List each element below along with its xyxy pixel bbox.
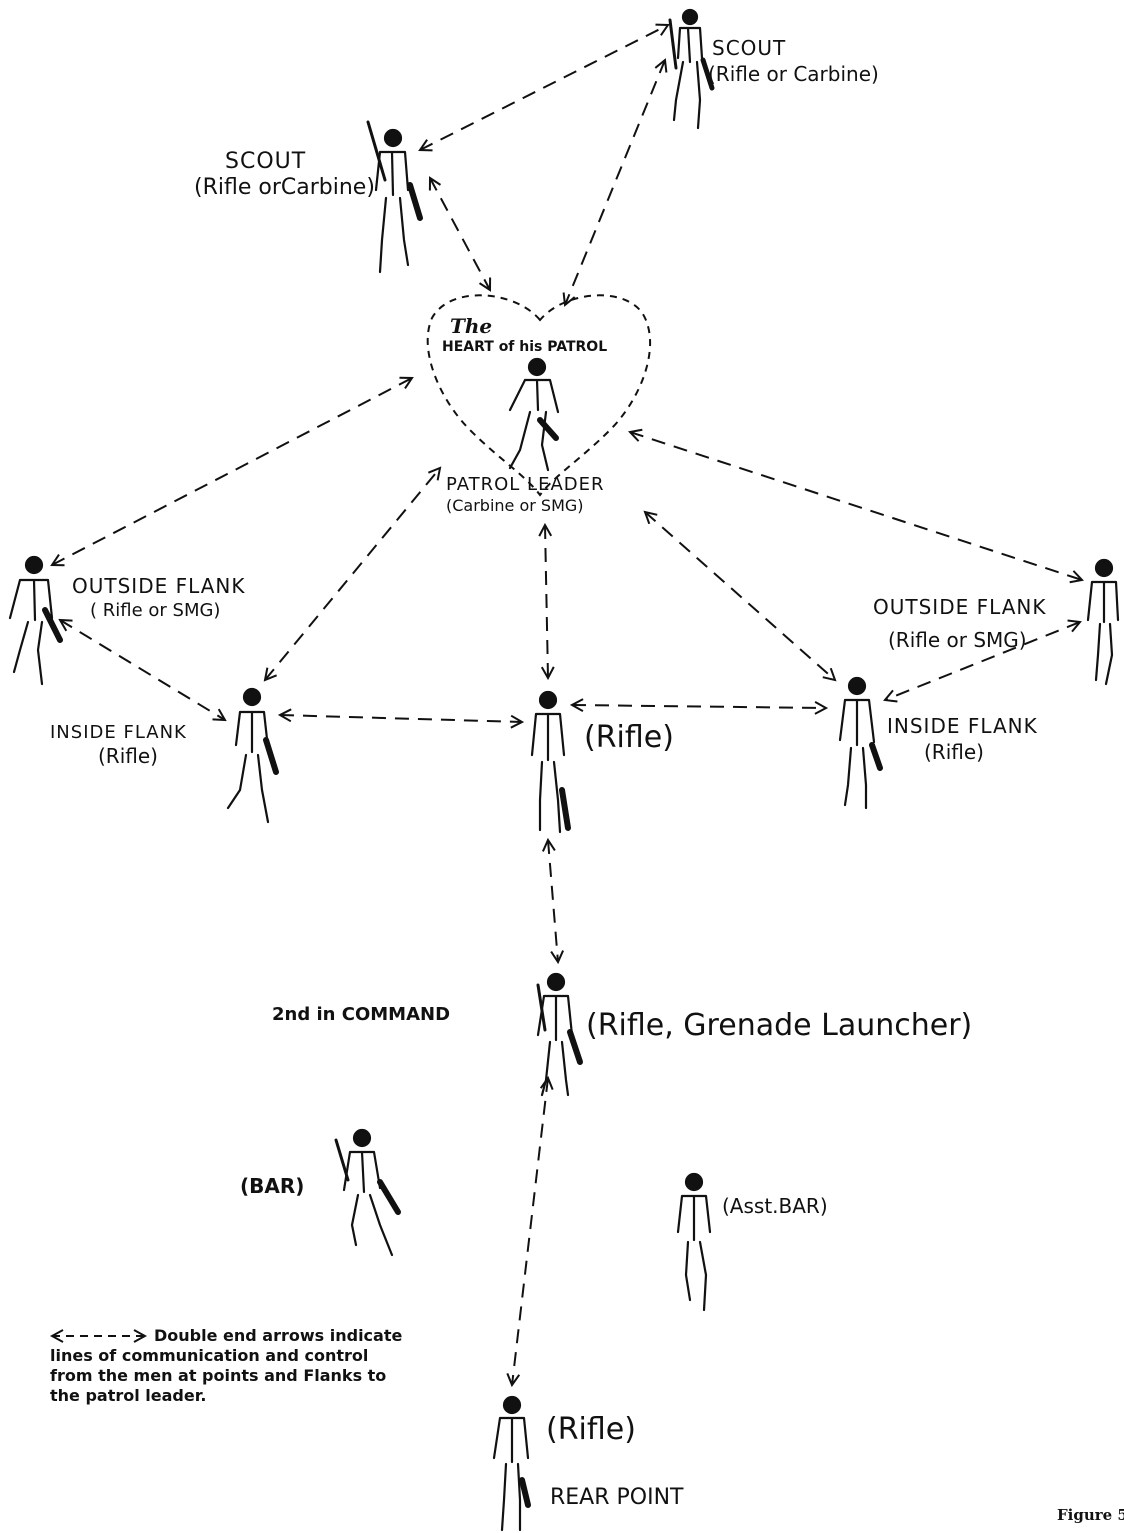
heart-title-the: The (450, 314, 493, 338)
legend-line-3: from the men at points and Flanks to (50, 1366, 387, 1385)
figure-scout-left (366, 120, 423, 274)
inside-flank-right-title: INSIDE FLANK (887, 714, 1038, 738)
rear-point-title: REAR POINT (550, 1485, 684, 1510)
patrol-leader-title: PATROL LEADER (446, 474, 605, 495)
figure-patrol-leader (508, 357, 560, 472)
arrow-left-outside-flank-to-leader (52, 378, 412, 565)
outside-flank-right-weapon: (Rifle or SMG) (888, 628, 1027, 652)
figure-scout-right (668, 8, 715, 130)
arrow-center-to-inside-right (572, 705, 826, 708)
figure-bar (334, 1128, 401, 1257)
inside-flank-right-weapon: (Rifle) (924, 740, 984, 764)
asst-bar-weapon: (Asst.BAR) (722, 1194, 828, 1218)
arrow-left-inside-flank-to-leader (265, 468, 440, 680)
heart-title: HEART of his PATROL (442, 339, 608, 355)
inside-flank-left-title: INSIDE FLANK (50, 722, 187, 743)
outside-flank-right-title: OUTSIDE FLANK (873, 595, 1047, 619)
figure-outside-flank-right (1086, 558, 1120, 686)
arrow-center-to-second (548, 840, 558, 962)
arrow-outside-inside-right (885, 622, 1080, 700)
arrow-outside-inside-left (60, 620, 225, 720)
arrow-right-scout-to-leader (565, 60, 665, 305)
arrow-right-outside-flank-to-leader (630, 432, 1082, 580)
heart-outline (426, 294, 652, 497)
second-in-command-weapon: (Rifle, Grenade Launcher) (586, 1008, 973, 1043)
scout-left-title: SCOUT (225, 149, 307, 174)
figure-label: Figure 5 (1057, 1506, 1124, 1524)
figure-outside-flank-left (8, 555, 63, 686)
scout-right-title: SCOUT (712, 36, 787, 60)
figure-center-rifleman (530, 690, 571, 834)
center-rifleman-weapon: (Rifle) (584, 720, 674, 755)
legend: Double end arrows indicate lines of comm… (50, 1326, 430, 1406)
arrow-center-rifle-to-leader (545, 525, 548, 678)
second-in-command-title: 2nd in COMMAND (272, 1004, 451, 1025)
arrow-second-to-rear (512, 1078, 548, 1385)
figure-inside-flank-left (226, 687, 279, 824)
legend-line-4: the patrol leader. (50, 1386, 207, 1405)
outside-flank-left-weapon: ( Rifle or SMG) (90, 600, 221, 621)
inside-flank-left-weapon: (Rifle) (98, 744, 158, 768)
arrow-left-scout-to-leader (430, 178, 490, 290)
figure-second-in-command (536, 972, 583, 1097)
figure-inside-flank-right (838, 676, 883, 810)
outside-flank-left-title: OUTSIDE FLANK (72, 574, 246, 598)
legend-line-2: lines of communication and control (50, 1346, 369, 1365)
patrol-leader-weapon: (Carbine or SMG) (446, 496, 584, 515)
bar-weapon: (BAR) (240, 1174, 305, 1198)
figure-asst-bar (676, 1172, 712, 1312)
rear-point-weapon: (Rifle) (546, 1412, 636, 1447)
arrow-right-inside-flank-to-leader (645, 512, 835, 680)
arrow-inside-left-to-center (280, 715, 522, 722)
figure-rear-point (492, 1395, 531, 1532)
scout-left-weapon: (Rifle orCarbine) (194, 175, 375, 200)
legend-line-1: Double end arrows indicate (154, 1326, 403, 1345)
scout-right-weapon: (Rifle or Carbine) (708, 62, 879, 86)
arrow-scout-to-scout (420, 25, 668, 150)
